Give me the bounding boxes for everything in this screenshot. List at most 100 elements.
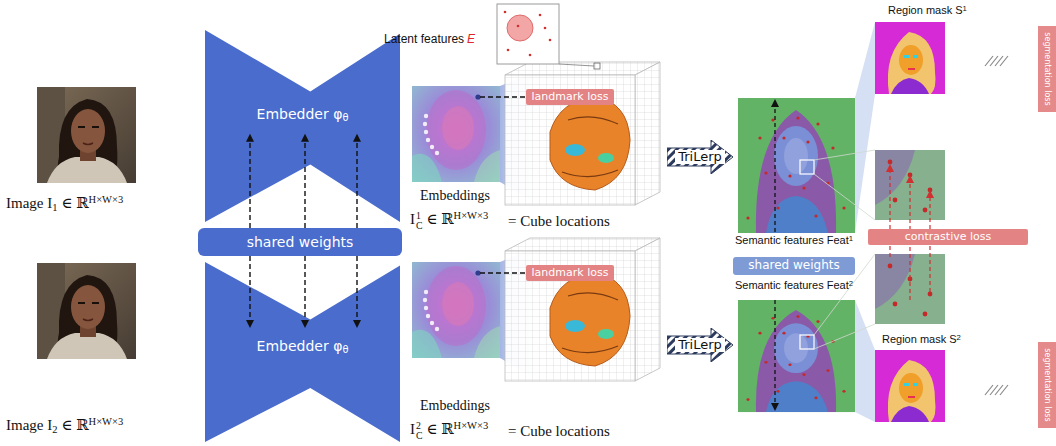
label-text: ∈ ℝ xyxy=(61,417,88,433)
math-script: 1 xyxy=(52,202,57,213)
landmark-arrowhead xyxy=(589,93,597,277)
embedder-shape xyxy=(205,30,400,222)
math-script: 1 xyxy=(963,4,967,13)
figure-label: Embeddings xyxy=(420,398,490,415)
node-label: shared weights xyxy=(247,234,354,250)
shared-weights-arrow xyxy=(774,106,775,404)
projection-wedge xyxy=(855,22,875,422)
figure-label: = Cube locations xyxy=(508,422,610,440)
node-text: Embedder φ xyxy=(257,106,343,122)
label-text: ∈ ℝ xyxy=(426,421,453,437)
label-text: Region mask S xyxy=(882,333,957,345)
label-text: Embeddings xyxy=(420,398,490,413)
latent-cube xyxy=(500,238,660,381)
figure-label: Image I2 ∈ ℝH×W×3 xyxy=(6,416,123,436)
segmentation-loss-tab: segmentation loss xyxy=(1038,26,1056,112)
math-script: 1 xyxy=(416,211,423,221)
shared-weights-box: shared weights xyxy=(198,228,402,256)
math-script: 2 xyxy=(957,333,961,342)
shape-outline xyxy=(205,30,400,222)
figure-label: Semantic features Feat2 xyxy=(735,279,853,293)
label-text: Region mask S xyxy=(888,4,963,16)
latent-cube xyxy=(500,62,660,205)
landmark-arrow xyxy=(480,97,590,273)
contrastive-arrowheads xyxy=(886,164,934,198)
figure-label: Image I1 ∈ ℝH×W×3 xyxy=(6,194,123,214)
figure-label: = Cube locations xyxy=(508,212,610,230)
input-photo xyxy=(37,87,136,183)
shared-weights-box: shared weights xyxy=(733,257,855,275)
math-script: 2 xyxy=(416,421,423,431)
node-text: segmentation loss xyxy=(1043,32,1052,105)
shape-outline xyxy=(205,262,400,442)
math-script: H×W×3 xyxy=(89,416,124,427)
dashed-line xyxy=(249,141,250,228)
label-text: I xyxy=(410,421,415,437)
label-text: Embeddings xyxy=(420,188,490,203)
label-text: Semantic features Feat xyxy=(735,279,849,291)
node-text: θ xyxy=(342,112,348,123)
sub-sup-pair: 1C xyxy=(416,211,423,231)
figure-label: Embeddings xyxy=(420,188,490,205)
label-text: = Cube locations xyxy=(508,213,610,229)
node-label: TriLerp xyxy=(675,338,725,353)
figure-label: Region mask S2 xyxy=(882,333,961,347)
figure-label: Latent featuresE xyxy=(384,32,475,46)
dashed-line xyxy=(304,256,305,321)
math-script: C xyxy=(416,221,423,231)
math-script: C xyxy=(416,431,423,441)
shared-weights-arrowhead xyxy=(771,99,779,411)
figure-label: I1C∈ ℝH×W×3 xyxy=(410,210,488,230)
figure-label: I2C∈ ℝH×W×3 xyxy=(410,420,488,440)
region-mask xyxy=(875,22,945,94)
math-script: H×W×3 xyxy=(89,194,124,205)
node-label: shared weights xyxy=(748,259,839,273)
loss-tag: landmark loss xyxy=(526,265,615,281)
loss-tag: contrastive loss xyxy=(868,229,1028,245)
trilerp-arrow: TriLerp xyxy=(667,328,733,362)
node-label: segmentation loss xyxy=(1042,348,1051,421)
label-text: I xyxy=(410,211,415,227)
math-script: 2 xyxy=(52,424,57,435)
embedder-block: Embedder φθ xyxy=(205,262,400,442)
figure-label: Region mask S1 xyxy=(888,4,967,18)
latent-inset xyxy=(497,4,600,69)
label-text: Image I xyxy=(6,195,52,211)
label-text: ∈ ℝ xyxy=(61,195,88,211)
embedding-image xyxy=(412,262,500,358)
node-label: Embedder φθ xyxy=(257,338,349,356)
label-text: Latent features xyxy=(384,32,464,46)
node-label: landmark loss xyxy=(532,267,609,280)
shape-outline xyxy=(667,328,733,362)
trilerp-arrow: TriLerp xyxy=(667,140,733,174)
node-text: segmentation loss xyxy=(1043,348,1052,421)
node-text: landmark loss xyxy=(532,90,609,103)
input-photo xyxy=(37,263,136,359)
shape-outline xyxy=(667,140,733,174)
node-text: Embedder φ xyxy=(257,338,343,354)
node-label: landmark loss xyxy=(532,91,609,104)
zoom-region xyxy=(800,150,875,349)
node-text: landmark loss xyxy=(532,266,609,279)
label-text: Image I xyxy=(6,417,52,433)
segmentation-loss-tab: segmentation loss xyxy=(1038,342,1056,428)
dashed-line xyxy=(304,141,305,228)
math-script: H×W×3 xyxy=(454,210,489,221)
semantic-feature-map xyxy=(738,300,855,412)
dashed-line xyxy=(356,141,357,228)
math-script: 1 xyxy=(849,234,853,243)
label-text: = Cube locations xyxy=(508,423,610,439)
node-text: shared weights xyxy=(748,258,839,272)
embedder-block: Embedder φθ xyxy=(205,30,400,222)
loss-tag: landmark loss xyxy=(526,89,615,105)
label-text: ∈ ℝ xyxy=(426,211,453,227)
node-text: contrastive loss xyxy=(905,230,991,243)
node-text: θ xyxy=(342,344,348,355)
node-text: TriLerp xyxy=(678,337,722,352)
node-label: TriLerp xyxy=(675,150,725,165)
figure-label: Semantic features Feat1 xyxy=(735,234,853,248)
region-mask xyxy=(875,350,945,422)
label-text: Semantic features Feat xyxy=(735,234,849,246)
node-text: TriLerp xyxy=(678,149,722,164)
